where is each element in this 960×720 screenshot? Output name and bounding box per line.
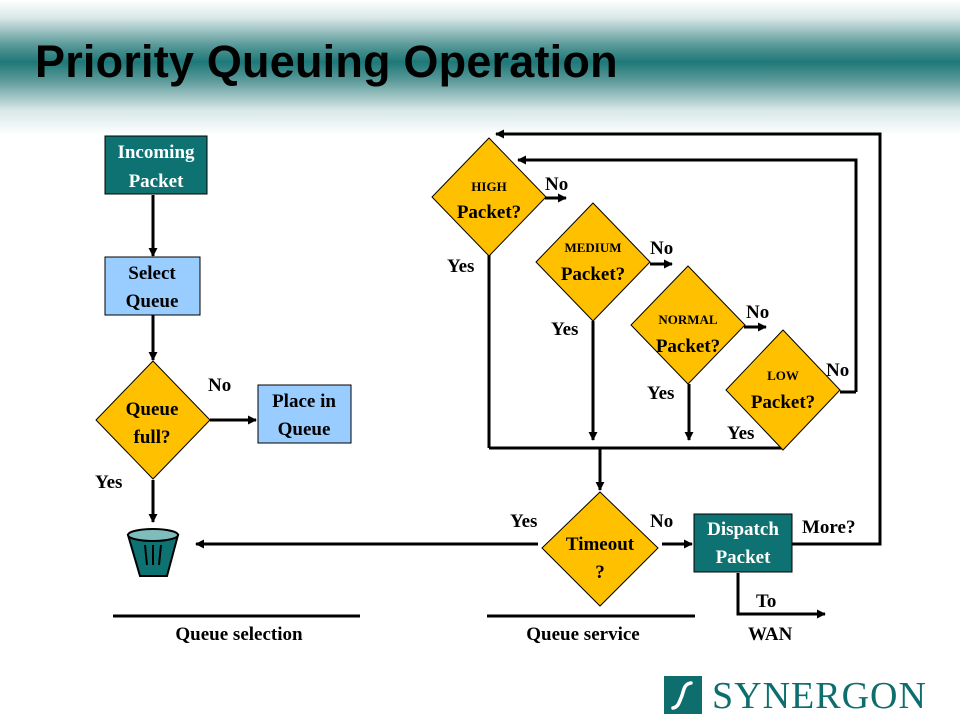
incoming-line2: Packet [129, 171, 185, 192]
connectors [148, 129, 882, 619]
place-line1: Place in [272, 391, 336, 412]
label-queue-full-yes: Yes [95, 472, 122, 493]
place-in-queue-box: Place in Queue [257, 384, 352, 444]
slide-title: Priority Queuing Operation [35, 36, 618, 87]
title-banner [0, 0, 960, 135]
high-line1: HIGH [471, 179, 506, 194]
label-to: To [756, 591, 776, 612]
queue-full-diamond: Queue full? [95, 360, 211, 480]
timeout-line2: ? [595, 562, 605, 583]
label-high-yes: Yes [447, 256, 474, 277]
select-line1: Select [128, 263, 176, 284]
loop-more-to-top [495, 129, 882, 546]
section-queue-selection: Queue selection [175, 624, 303, 645]
label-more: More? [802, 517, 855, 538]
queue-full-line1: Queue [126, 399, 179, 420]
normal-line2: Packet? [656, 336, 720, 357]
place-line2: Queue [278, 419, 331, 440]
dispatch-packet-box: Dispatch Packet [693, 513, 793, 573]
label-high-no: No [545, 174, 568, 195]
low-line1: LOW [767, 368, 799, 383]
dispatch-line1: Dispatch [707, 519, 779, 540]
queue-full-line2: full? [134, 427, 171, 448]
medium-line1: MEDIUM [564, 240, 621, 255]
normal-line1: NORMAL [658, 312, 718, 327]
timeout-diamond: Timeout ? [541, 491, 659, 607]
incoming-line1: Incoming [117, 142, 195, 163]
synergon-logo-mark [664, 676, 702, 714]
label-queue-full-no: No [208, 375, 231, 396]
synergon-logo-text: SYNERGON [712, 675, 927, 717]
label-medium-no: No [650, 238, 673, 259]
high-line2: Packet? [457, 202, 521, 223]
medium-packet-diamond: MEDIUM Packet? [535, 202, 651, 322]
label-normal-no: No [746, 302, 769, 323]
loop-low-to-high [517, 155, 858, 392]
select-queue-box: Select Queue [104, 256, 201, 316]
section-queue-service: Queue service [526, 624, 639, 645]
dispatch-line2: Packet [716, 547, 772, 568]
label-timeout-no: No [650, 511, 673, 532]
label-low-no: No [826, 360, 849, 381]
edge-labels: No Yes No Yes No Yes No Yes No Yes Yes N… [95, 174, 855, 645]
low-packet-diamond: LOW Packet? [725, 329, 841, 451]
medium-line2: Packet? [561, 264, 625, 285]
select-line2: Queue [126, 291, 179, 312]
incoming-packet-box: Incoming Packet [104, 135, 208, 195]
low-line2: Packet? [751, 392, 815, 413]
label-wan: WAN [748, 624, 793, 645]
discard-bin-icon [126, 528, 180, 577]
high-packet-diamond: HIGH Packet? [431, 137, 547, 257]
synergon-logo: SYNERGON [664, 675, 946, 717]
label-normal-yes: Yes [647, 383, 674, 404]
label-medium-yes: Yes [551, 319, 578, 340]
label-low-yes: Yes [727, 423, 754, 444]
label-timeout-yes: Yes [510, 511, 537, 532]
timeout-line1: Timeout [566, 534, 635, 555]
normal-packet-diamond: NORMAL Packet? [630, 265, 746, 385]
arrow-to-wan [736, 573, 826, 619]
